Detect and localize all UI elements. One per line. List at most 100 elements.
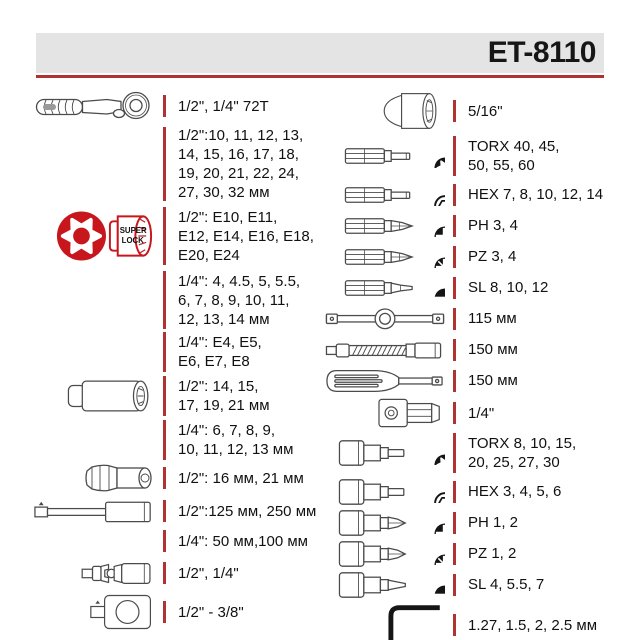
list-item: 1/4" [320,397,620,429]
item-spec: TORX 8, 10, 15, 20, 25, 27, 30 [468,435,577,471]
item-spec: 5/16" [468,102,503,120]
red-divider [163,271,166,329]
red-divider [453,338,456,361]
hex-socket-bit-icon [338,478,405,505]
universal-joint-icon [81,562,151,584]
list-item: 5/16" [320,90,620,132]
red-divider [163,332,166,372]
list-item: TORX 8, 10, 15, 20, 25, 27, 30 [320,431,620,475]
product-model-title: ET-8110 [487,36,597,69]
red-divider [163,562,166,584]
list-item: 1/4": 4, 4.5, 5, 5.5, 6, 7, 8, 9, 10, 11… [28,270,318,330]
red-divider [453,573,456,596]
socket-adapter-icon [90,594,152,630]
bit-adapter-icon [383,93,437,129]
torx-tip-icon [422,145,445,168]
red-divider [453,542,456,565]
list-item: 1/2":125 мм, 250 мм [28,496,318,526]
item-spec: HEX 7, 8, 10, 12, 14 [468,186,604,203]
pz-bit-icon [344,248,415,265]
item-spec: HEX 3, 4, 5, 6 [468,483,562,500]
item-spec: 115 мм [468,310,517,327]
item-spec: 1/2": E10, E11, E12, E14, E16, E18, E20,… [178,208,314,264]
item-spec: 1/4" [468,404,495,422]
ph-tip-icon [422,214,445,237]
list-item: 1/2", 1/4" 72T [28,88,318,124]
flex-extension-icon [325,341,442,359]
list-item: SL 8, 10, 12 [320,273,620,302]
item-spec: 1/4": 4, 4.5, 5, 5.5, 6, 7, 8, 9, 10, 11… [178,272,301,328]
list-item: PH 3, 4 [320,211,620,240]
header-bar: ET-8110 [36,33,604,73]
sl-tip-icon [422,276,445,299]
item-spec: 150 мм [468,341,518,358]
sl-tip-icon [422,573,445,596]
spark-plug-socket-icon [85,464,152,492]
sl-socket-bit-icon [338,571,406,598]
list-item: HEX 3, 4, 5, 6 [320,477,620,506]
list-item: 1/4": 50 мм,100 мм [28,528,318,554]
red-divider [453,614,456,636]
ph-bit-icon [344,217,415,234]
hex-tip-icon [422,480,445,503]
item-spec: 1/2":125 мм, 250 мм [178,502,317,520]
deep-socket-icon [67,380,149,412]
super-lock-socket-icon: SUPER LOCK [56,211,153,261]
item-spec: 1/2": 16 мм, 21 мм [178,469,304,487]
spinner-handle-icon [326,369,443,392]
red-divider [163,207,166,265]
hex-key-icon [388,605,440,640]
item-spec: 1/4": 6, 7, 8, 9, 10, 11, 12, 13 мм [178,422,294,458]
hex-bit-icon [344,186,411,203]
red-divider [163,467,166,489]
list-item: PZ 1, 2 [320,539,620,568]
hex-tip-icon [422,183,445,206]
quarter-adapter-icon [378,398,440,428]
ph-tip-icon [422,511,445,534]
red-divider [453,183,456,206]
item-spec: 1/2", 1/4" [178,564,239,582]
list-item: SUPER LOCK 1/2": E10, E11, E12, E14, E16… [28,204,318,268]
red-divider [163,127,166,201]
red-divider [453,214,456,237]
sl-bit-icon [344,279,413,296]
red-divider [453,136,456,176]
red-divider [453,100,456,122]
item-spec: 1/4": 50 мм,100 мм [178,532,308,550]
item-spec: 150 мм [468,372,518,389]
red-divider [453,402,456,424]
list-item: 1/2" - 3/8" [28,592,318,632]
list-item: PZ 3, 4 [320,242,620,271]
torx-bit-icon [344,148,411,164]
red-divider [163,420,166,460]
pz-tip-icon [422,245,445,268]
red-divider [163,601,166,623]
red-divider [163,95,166,117]
red-divider [163,500,166,522]
right-column: 5/16" TORX 40, 45, 50, 55, 60 [320,90,620,640]
super-lock-label-line1: SUPER [120,226,147,235]
list-item: PH 1, 2 [320,508,620,537]
red-divider [453,480,456,503]
list-item: 115 мм [320,304,620,333]
list-item: 1/2": 14, 15, 17, 19, 21 мм [28,374,318,418]
list-item: 1/2":10, 11, 12, 13, 14, 15, 16, 17, 18,… [28,126,318,202]
red-divider [453,276,456,299]
ratchet-icon [35,91,150,120]
t-bar-icon [325,307,445,329]
list-item: 1/2", 1/4" [28,556,318,590]
item-spec: 1/2" - 3/8" [178,603,244,621]
item-spec: PZ 1, 2 [468,545,517,562]
pz-socket-bit-icon [338,540,407,567]
red-divider [453,511,456,534]
torx-socket-bit-icon [338,440,405,466]
red-divider [453,245,456,268]
list-item: HEX 7, 8, 10, 12, 14 [320,180,620,209]
item-spec: PH 1, 2 [468,514,519,531]
header-red-rule [36,75,604,78]
super-lock-label-line2: LOCK [122,236,145,245]
red-divider [453,369,456,392]
list-item: 1/4": 6, 7, 8, 9, 10, 11, 12, 13 мм [28,420,318,460]
extension-bar-icon [34,501,151,523]
list-item: 1/4": E4, E5, E6, E7, E8 [28,332,318,372]
